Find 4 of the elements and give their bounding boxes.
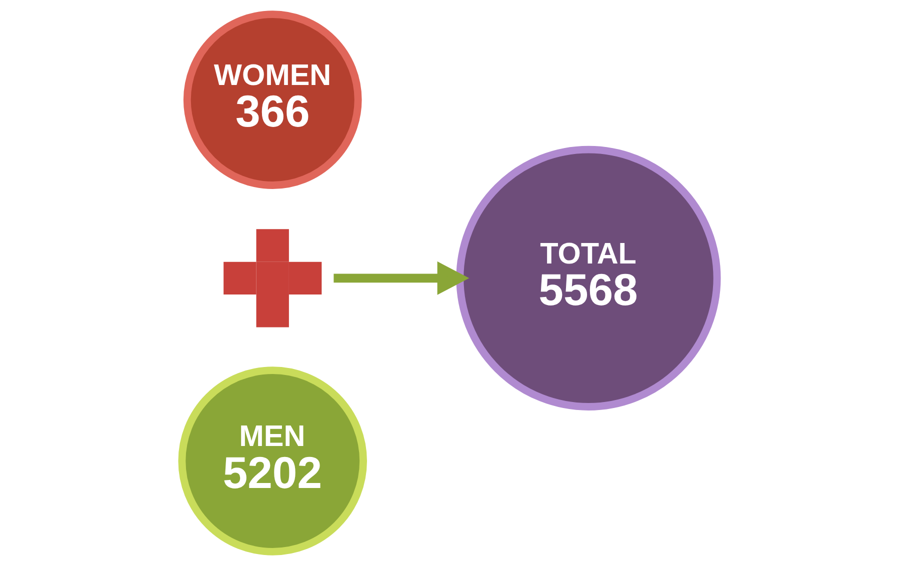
node-circle: WOMEN 366 xyxy=(183,10,362,189)
node-circle: TOTAL 5568 xyxy=(456,146,721,410)
arrow xyxy=(334,261,470,295)
node-circle: MEN 5202 xyxy=(178,366,367,556)
